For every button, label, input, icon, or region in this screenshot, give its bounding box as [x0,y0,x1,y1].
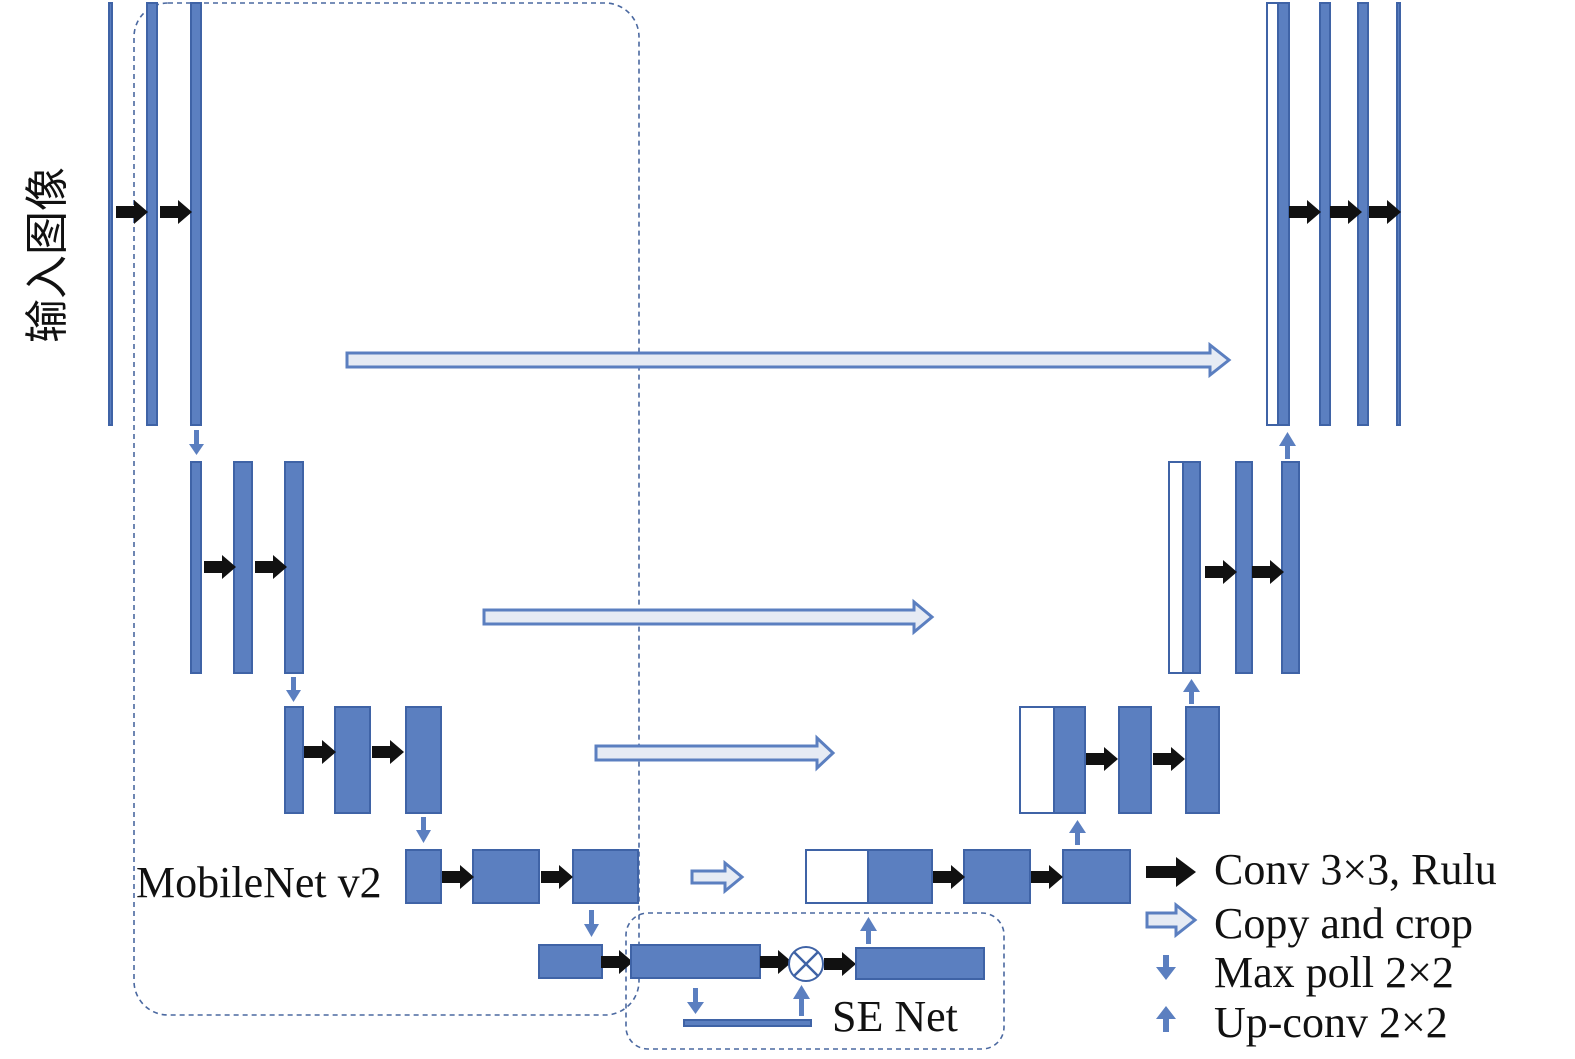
max-pool-arrow [416,817,431,843]
encoder-l2-map-3 [284,461,304,674]
conv-arrow [1031,865,1063,889]
decoder-l4-map-1 [867,849,933,904]
mobilenet-encoder-region [133,2,640,1016]
encoder-l3-map-3 [405,706,442,814]
decoder-l3-copied-map [1019,706,1055,814]
conv-arrow [1153,747,1185,771]
se-scale-arrow [793,985,810,1016]
se-squeeze-arrow [687,988,704,1014]
conv-arrow [760,950,792,974]
legend-upconv-arrow-icon [1156,1006,1176,1032]
conv-arrow [1086,747,1118,771]
conv-arrow [255,555,287,579]
multiply-cross-icon [793,951,819,977]
encoder-l4-map-1 [405,849,442,904]
bottleneck-map-2 [630,944,761,979]
decoder-l3-map-1 [1053,706,1086,814]
legend-copy-label: Copy and crop [1214,899,1473,948]
max-pool-arrow [584,910,599,937]
conv-arrow [1205,560,1237,584]
conv-arrow [116,200,148,224]
legend-conv-label: Conv 3×3, Rulu [1214,845,1497,894]
conv-arrow [160,200,192,224]
up-conv-arrow [860,917,877,944]
conv-arrow [442,865,474,889]
mobilenet-label: MobileNet v2 [136,858,382,907]
conv-arrow [204,555,236,579]
legend-pool-label: Max poll 2×2 [1214,948,1454,997]
conv-arrow [541,865,573,889]
bottleneck-map-1 [538,944,603,979]
decoder-l1-map-2 [1319,2,1331,426]
legend-pool-arrow-icon [1156,955,1176,980]
encoder-l1-map-1 [146,2,158,426]
decoder-l3-map-2 [1118,706,1152,814]
legend-conv-arrow-icon [1146,857,1196,887]
conv-arrow [824,952,856,976]
conv-arrow [933,865,965,889]
encoder-l2-map-1 [190,461,202,674]
encoder-l3-map-1 [284,706,304,814]
decoder-l3-map-3 [1185,706,1220,814]
max-pool-arrow [189,430,204,455]
copy-crop-arrow-l3 [594,734,836,772]
bottleneck-map-3 [855,947,985,980]
se-excitation-vector [683,1019,812,1027]
decoder-l2-map-2 [1235,461,1253,674]
copy-crop-arrow-l4 [690,859,745,895]
legend-copy-arrow-icon [1145,901,1198,939]
se-net-label: SE Net [832,992,958,1041]
decoder-l1-map-1 [1277,2,1290,426]
decoder-l1-copied-map [1266,2,1279,426]
up-conv-arrow [1183,679,1200,704]
encoder-l4-map-3 [572,849,639,904]
decoder-l4-map-2 [963,849,1031,904]
decoder-l4-map-3 [1062,849,1131,904]
encoder-l1-input-map [108,2,113,426]
encoder-l3-map-2 [334,706,371,814]
max-pool-arrow [286,677,301,702]
copy-crop-arrow-l2 [482,598,935,636]
legend: Conv 3×3, Rulu Copy and crop Max poll 2×… [1145,845,1497,1047]
decoder-l2-map-1 [1182,461,1201,674]
up-conv-arrow [1069,820,1086,845]
conv-arrow [1252,560,1284,584]
se-net-region [625,912,1005,1050]
decoder-l2-copied-map [1168,461,1184,674]
decoder-l4-copied-map [805,849,869,904]
copy-crop-arrow-l1 [345,341,1232,379]
encoder-l4-map-2 [472,849,540,904]
legend-upconv-label: Up-conv 2×2 [1214,998,1448,1047]
decoder-l2-map-3 [1281,461,1300,674]
conv-arrow [372,740,404,764]
encoder-l2-map-2 [233,461,253,674]
input-image-label: 输入图像 [22,167,73,343]
conv-arrow [304,740,336,764]
encoder-l1-map-2 [190,2,202,426]
up-conv-arrow [1279,432,1296,459]
conv-arrow [1289,200,1321,224]
conv-arrow [601,950,633,974]
